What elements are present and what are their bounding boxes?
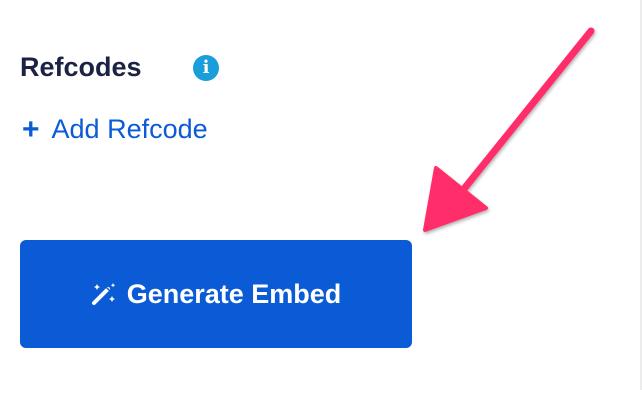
panel-edge: [640, 0, 642, 390]
section-title: Refcodes: [20, 52, 142, 82]
generate-embed-label: Generate Embed: [126, 278, 342, 309]
generate-embed-button[interactable]: Generate Embed: [20, 240, 412, 348]
plus-icon: +: [22, 112, 40, 146]
info-icon[interactable]: i: [193, 55, 219, 81]
magic-wand-icon: [91, 283, 115, 305]
add-refcode-link[interactable]: + Add Refcode: [22, 114, 208, 145]
add-refcode-label: Add Refcode: [51, 114, 208, 144]
